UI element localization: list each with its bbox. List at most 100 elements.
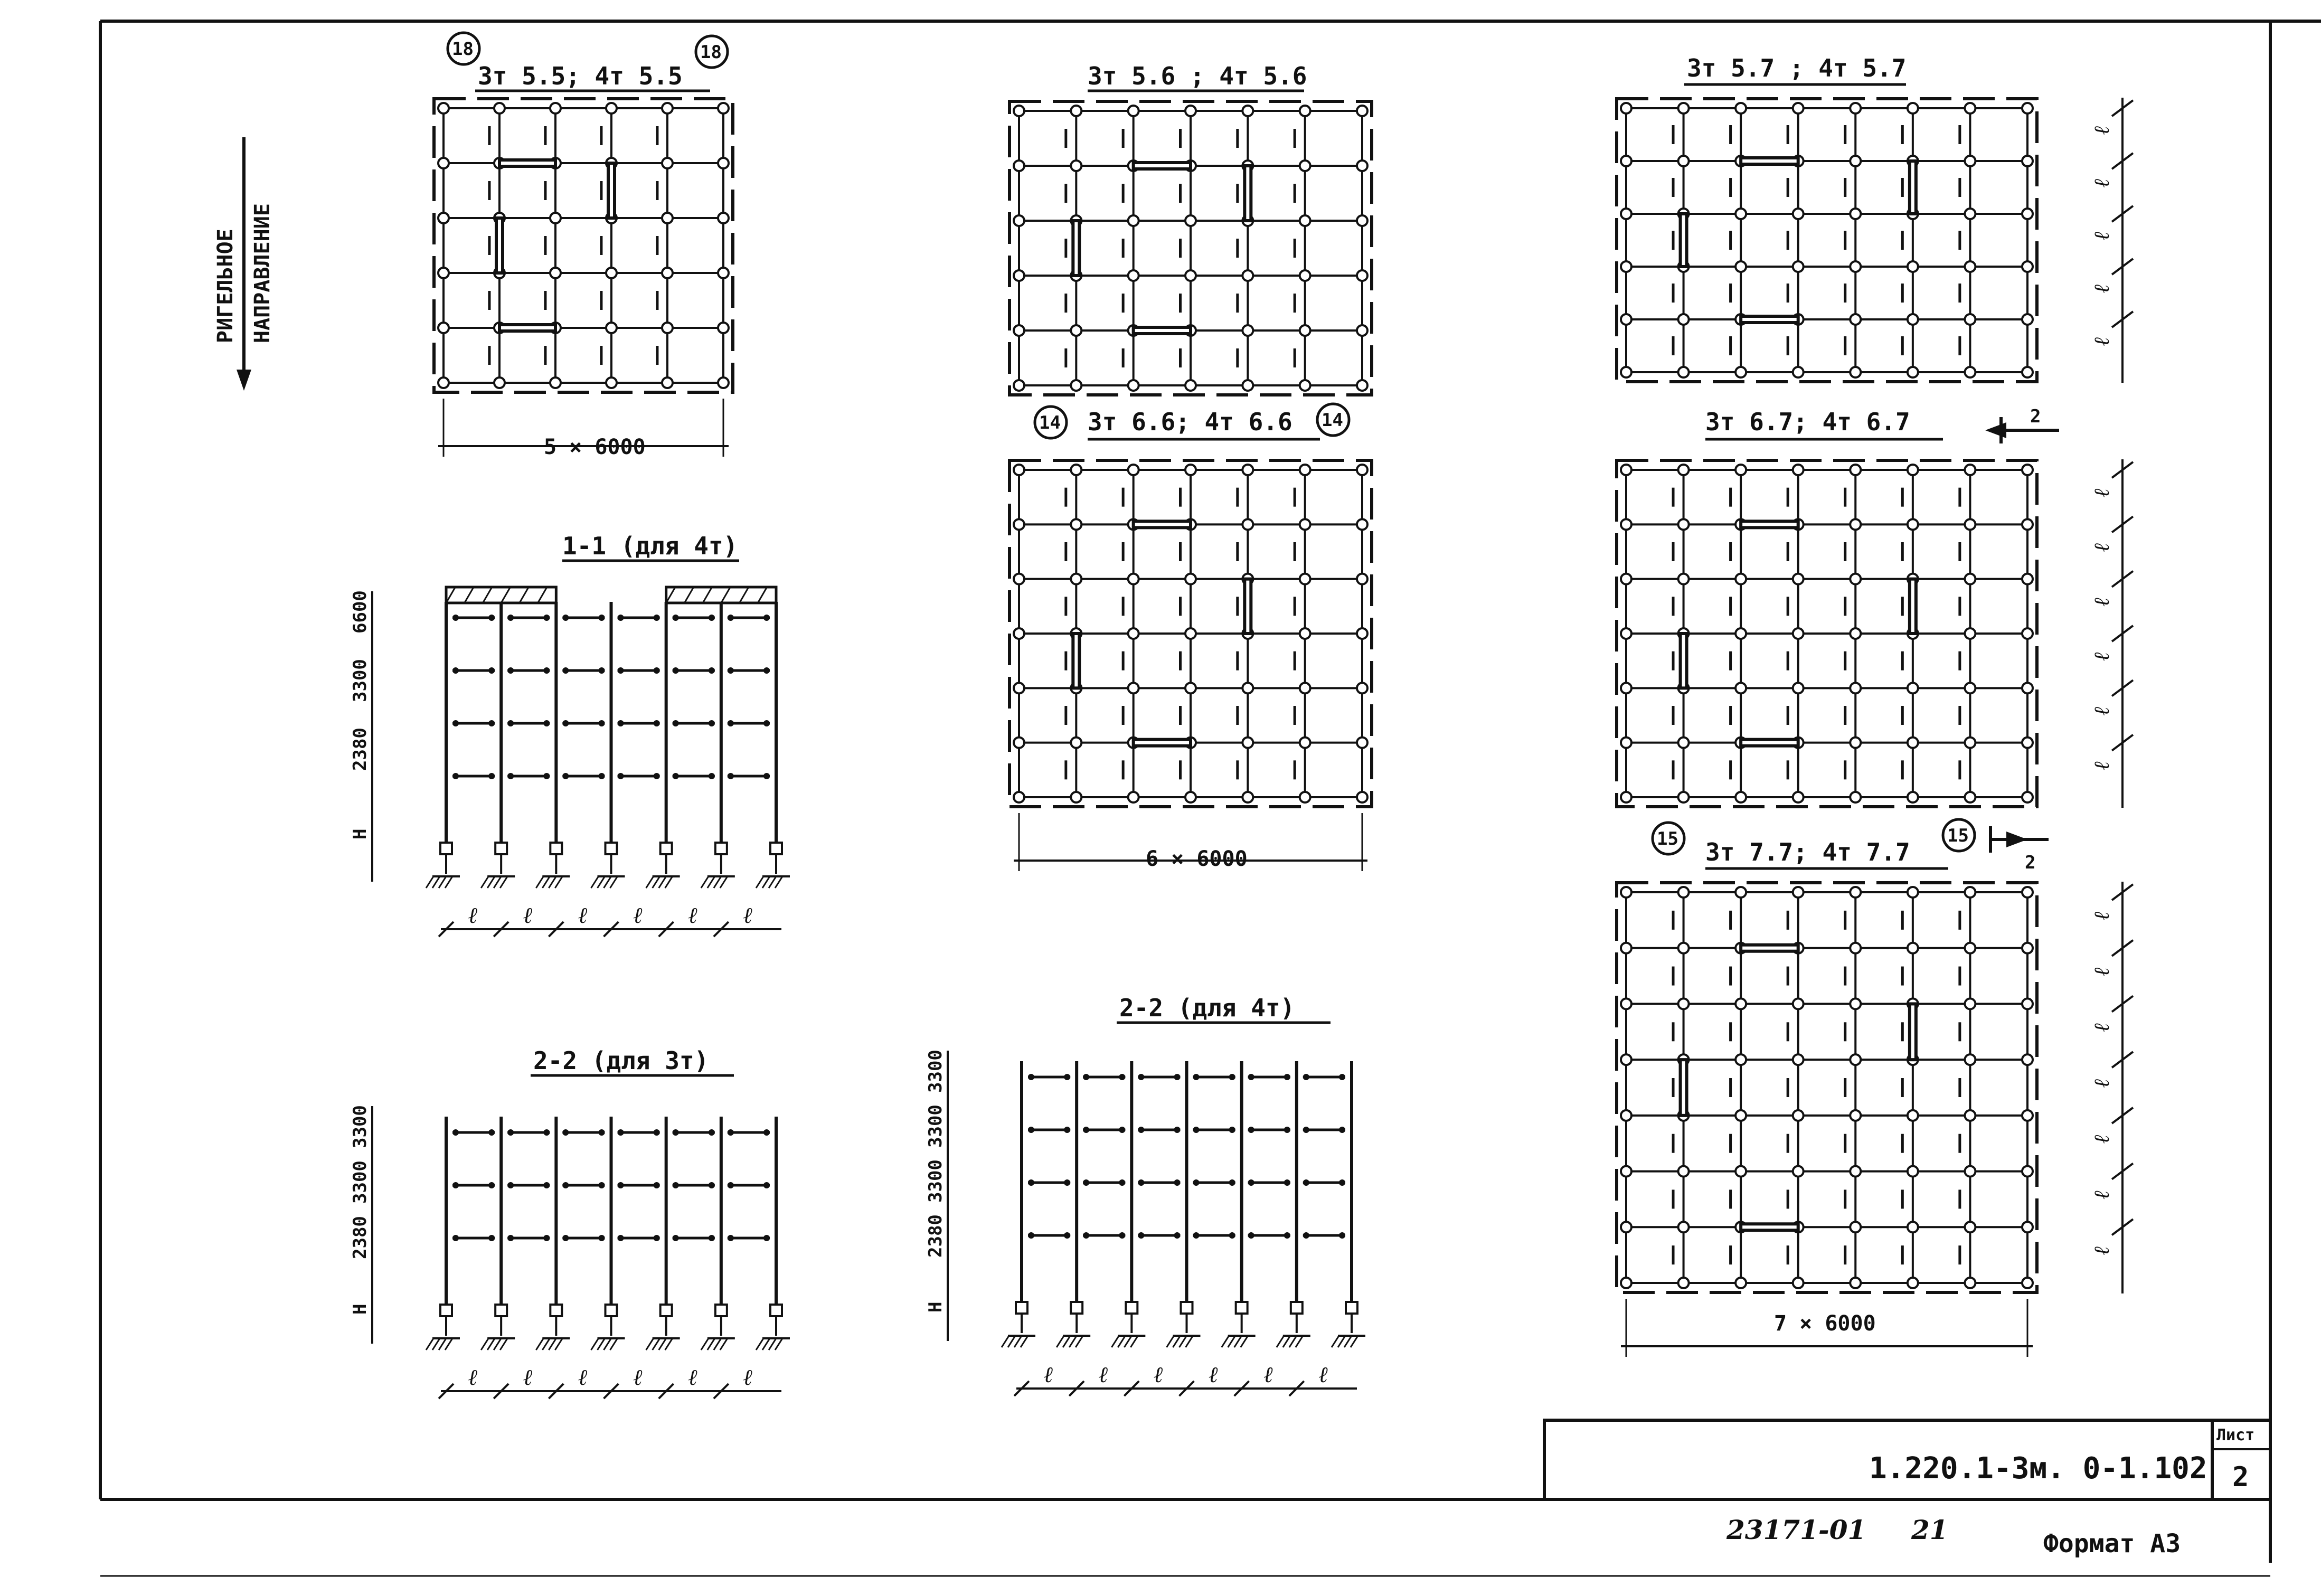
beam-end xyxy=(562,1129,569,1136)
column-node xyxy=(2021,1109,2034,1122)
ground-hatch xyxy=(535,1338,544,1351)
brace-bar xyxy=(1739,943,1800,953)
brace-bar xyxy=(1678,1058,1688,1117)
dimension-tick xyxy=(603,921,619,938)
dimension-tick xyxy=(658,1383,675,1400)
plan-dim-5-5: 5 × 6000 xyxy=(544,435,646,459)
brace-bar xyxy=(1243,577,1253,635)
beam-end xyxy=(1119,1179,1126,1186)
brace-bar xyxy=(1739,156,1800,166)
ground-hatch xyxy=(755,1338,765,1351)
ground-hatch xyxy=(706,876,716,889)
ground-hatch xyxy=(1062,1335,1071,1348)
column-node xyxy=(1791,464,1805,476)
column-node xyxy=(1906,518,1919,531)
brace-bar xyxy=(498,158,557,168)
column-node xyxy=(605,267,618,279)
column-base xyxy=(769,842,783,855)
beam-end xyxy=(452,773,459,779)
ground-hatch xyxy=(1068,1335,1078,1348)
dimension-tick xyxy=(2111,570,2134,588)
beam-end xyxy=(507,667,514,674)
plan-title-5-6: 3т 5.6 ; 4т 5.6 xyxy=(1088,62,1307,90)
column-node xyxy=(1734,627,1748,640)
beam-end xyxy=(1248,1232,1254,1239)
beam-end xyxy=(1028,1232,1034,1239)
column-base xyxy=(659,842,673,855)
beam-end xyxy=(708,1182,715,1188)
side-spacing-label: ℓ xyxy=(2089,1190,2114,1199)
column-node xyxy=(661,157,674,169)
side-spacing-label: ℓ xyxy=(2089,911,2114,920)
plan-title-5-5: 3т 5.5; 4т 5.5 xyxy=(478,62,683,90)
beam-end xyxy=(763,667,770,674)
column-node xyxy=(661,376,674,389)
column-node xyxy=(2021,260,2034,273)
beam-end xyxy=(1284,1232,1290,1239)
truss-web xyxy=(684,587,695,603)
beam-end xyxy=(507,615,514,621)
column-node xyxy=(437,157,450,169)
doc-code: 1.220.1-3м. 0-1.102 xyxy=(1869,1451,2207,1486)
brace-bar xyxy=(1739,1222,1800,1232)
plan-dim-6-6: 6 × 6000 xyxy=(1146,847,1248,871)
beam-end xyxy=(1229,1127,1235,1133)
svg-text:15: 15 xyxy=(1657,828,1678,849)
plan-outline xyxy=(1008,459,1373,808)
column-node xyxy=(1791,260,1805,273)
beam-end xyxy=(1064,1127,1071,1133)
column-node xyxy=(1849,1221,1862,1234)
column-node xyxy=(1734,682,1748,695)
column-base xyxy=(1015,1301,1029,1315)
column-base xyxy=(714,1304,728,1317)
ground-hatch xyxy=(590,876,599,889)
column-node xyxy=(1849,627,1862,640)
side-spacing-label: ℓ xyxy=(2089,284,2114,293)
column-base xyxy=(714,842,728,855)
column-node xyxy=(1677,313,1690,326)
ground-hatch xyxy=(713,1338,722,1351)
ground-hatch xyxy=(597,1338,606,1351)
column-node xyxy=(1241,464,1254,476)
ground-hatch xyxy=(652,876,661,889)
column-node xyxy=(1849,1165,1862,1178)
brace-bar xyxy=(1131,326,1193,335)
beam-end xyxy=(1174,1232,1181,1239)
column-node xyxy=(1849,682,1862,695)
dimension-tick xyxy=(1178,1380,1195,1397)
height-label: 3300 xyxy=(925,1159,946,1203)
column-node xyxy=(1298,379,1312,392)
ground-hatch xyxy=(645,1338,654,1351)
height-label: 3300 xyxy=(925,1104,946,1148)
height-label: 2380 xyxy=(350,728,371,771)
marker-15-left: 15 xyxy=(1651,821,1686,856)
column-node xyxy=(1964,207,1977,220)
column-node xyxy=(2021,155,2034,167)
column-node xyxy=(1620,997,1633,1011)
beam-end xyxy=(598,720,605,726)
side-spacing-label: ℓ xyxy=(2089,337,2114,346)
dimension-tick xyxy=(2111,995,2134,1013)
column-node xyxy=(549,102,562,115)
plan-outline xyxy=(1615,459,2039,808)
section-title-1-1: 1-1 (для 4т) xyxy=(562,532,738,560)
ground-hatch xyxy=(548,876,557,889)
column-node xyxy=(1070,159,1083,172)
ground-hatch xyxy=(1020,1335,1029,1348)
ground-hatch xyxy=(1185,1335,1194,1348)
sheet-frame xyxy=(99,20,2321,1577)
height-label: 3300 xyxy=(350,1105,371,1148)
column-node xyxy=(1070,736,1083,749)
side-spacing-label: ℓ xyxy=(2089,761,2114,770)
ground-hatch xyxy=(548,1338,557,1351)
height-label: H xyxy=(350,1304,371,1315)
beam-end xyxy=(1339,1179,1345,1186)
span-label: ℓ xyxy=(468,902,478,928)
column-node xyxy=(1677,518,1690,531)
column-node xyxy=(2021,997,2034,1011)
column-node xyxy=(661,102,674,115)
ground-hatch xyxy=(1178,1335,1187,1348)
column-node xyxy=(1620,1221,1633,1234)
beam-end xyxy=(543,1129,550,1136)
column-node xyxy=(1906,791,1919,804)
